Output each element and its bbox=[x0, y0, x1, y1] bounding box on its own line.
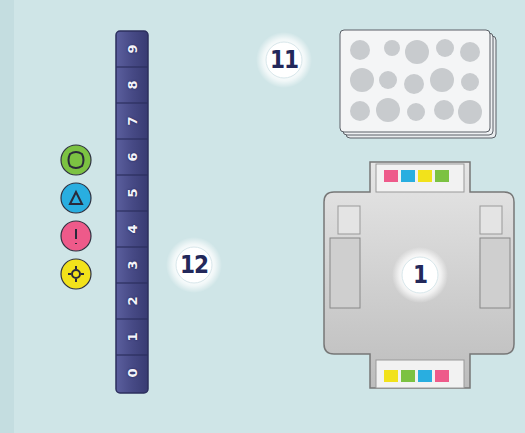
track-number: 8 bbox=[126, 80, 139, 89]
callout-number: 1 bbox=[413, 263, 427, 287]
track-number: 4 bbox=[126, 224, 139, 233]
callout-number: 11 bbox=[270, 48, 298, 72]
track-number: 5 bbox=[126, 188, 139, 197]
track-number: 9 bbox=[126, 44, 139, 53]
track-number: 1 bbox=[126, 332, 139, 341]
track-number: 0 bbox=[126, 368, 139, 377]
track-number: 6 bbox=[126, 152, 139, 161]
callout-number: 12 bbox=[180, 253, 208, 277]
track-number: 7 bbox=[126, 116, 139, 125]
track-number: 3 bbox=[126, 260, 139, 269]
track-number: 2 bbox=[126, 296, 139, 305]
